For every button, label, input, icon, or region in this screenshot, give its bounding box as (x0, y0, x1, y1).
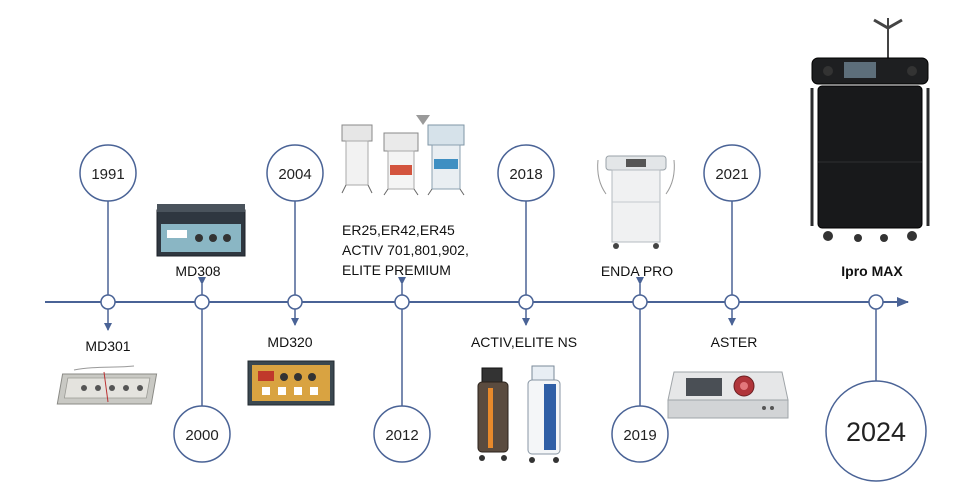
activ-elite-ns-towers (477, 365, 561, 463)
product-label-line-1: ER25,ER42,ER45 (342, 222, 455, 238)
product-label: MD308 (175, 263, 220, 279)
ipro-max-cabinet (810, 18, 930, 242)
year-label: 2000 (185, 427, 218, 444)
axis-marker (287, 294, 303, 310)
year-circle (79, 144, 137, 202)
product-label-line-3: ELITE PREMIUM (342, 262, 451, 278)
node-2024: 2024 Ipro MAX (810, 18, 930, 482)
year-circle (611, 405, 669, 463)
er-activ-elite-carts (341, 115, 465, 196)
node-2021: 2021 ASTER (667, 144, 789, 419)
year-label: 2012 (385, 427, 418, 444)
product-label: ENDA PRO (601, 263, 673, 279)
year-label: 2024 (846, 417, 906, 447)
axis-marker (868, 294, 884, 310)
product-label: ASTER (711, 334, 758, 350)
node-2012: 2012 ER25,ER42,ER45 ACTIV 701,801,902, E… (341, 115, 469, 463)
product-label: Ipro MAX (841, 263, 903, 279)
year-circle (266, 144, 324, 202)
node-2004: 2004 MD320 (247, 144, 335, 406)
product-label: MD301 (85, 338, 130, 354)
node-2019: 2019 ENDA PRO (597, 155, 675, 463)
year-circle (703, 144, 761, 202)
year-label: 2004 (278, 166, 311, 183)
year-circle (497, 144, 555, 202)
aster-device (667, 371, 789, 419)
axis-marker (100, 294, 116, 310)
node-2018: 2018 ACTIV,ELITE NS (471, 144, 577, 463)
year-circle (825, 380, 927, 482)
axis-marker (394, 294, 410, 310)
product-label: ACTIV,ELITE NS (471, 334, 577, 350)
year-label: 1991 (91, 166, 124, 183)
node-1991: 1991 MD301 (56, 144, 158, 405)
year-circle (173, 405, 231, 463)
year-label: 2021 (715, 166, 748, 183)
axis-marker (194, 294, 210, 310)
product-label: MD320 (267, 334, 312, 350)
enda-pro-cart (597, 155, 675, 249)
axis-marker (724, 294, 740, 310)
year-circle (373, 405, 431, 463)
node-2000: 2000 MD308 (156, 204, 246, 463)
md320-device (247, 360, 335, 406)
md308-device (156, 204, 246, 257)
product-label-line-2: ACTIV 701,801,902, (342, 242, 469, 258)
year-label: 2018 (509, 166, 542, 183)
axis-marker (632, 294, 648, 310)
axis-marker (518, 294, 534, 310)
md301-device (56, 365, 158, 405)
year-label: 2019 (623, 427, 656, 444)
